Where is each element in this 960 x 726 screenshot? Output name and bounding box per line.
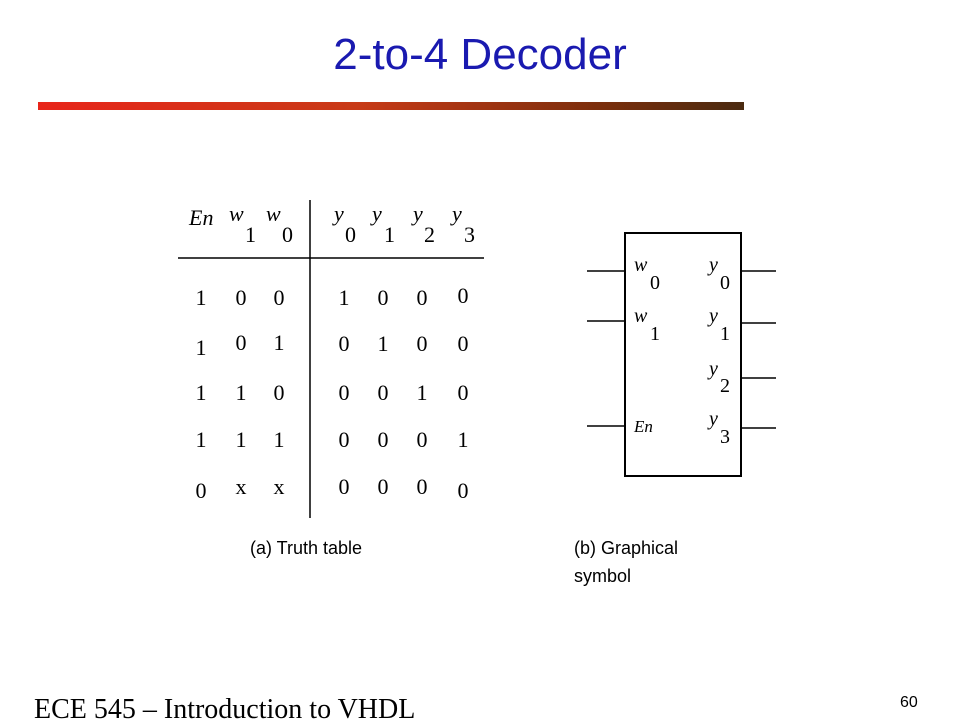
table-cell: 1 (457, 427, 469, 452)
table-cell: 0 (416, 474, 428, 499)
table-cell: 0 (338, 474, 350, 499)
header-y1-sub: 1 (384, 222, 395, 247)
header-y3-sub: 3 (464, 222, 475, 247)
header-y0: y (334, 201, 344, 226)
table-cell: 1 (273, 330, 285, 355)
symbol-label-y1: y (709, 305, 718, 327)
table-cell: 0 (377, 427, 389, 452)
table-cell: 1 (195, 427, 207, 452)
table-cell: x (273, 474, 285, 499)
footer-course-title: ECE 545 – Introduction to VHDL (34, 694, 416, 725)
table-cell: 0 (338, 331, 350, 356)
table-cell: 0 (235, 330, 247, 355)
table-cell: 0 (457, 331, 469, 356)
table-cell: 1 (273, 427, 285, 452)
table-cell: 0 (377, 285, 389, 310)
symbol-label-w0: w (634, 254, 648, 276)
header-w0: w (266, 201, 281, 226)
header-y1: y (372, 201, 382, 226)
table-cell: 1 (195, 335, 207, 360)
table-cell: 0 (457, 283, 469, 308)
table-cell: 0 (416, 427, 428, 452)
symbol-label-w1-sub: 1 (650, 323, 660, 345)
symbol-label-y3-sub: 3 (720, 426, 730, 448)
table-cell: 1 (235, 427, 247, 452)
symbol-label-w1: w (634, 305, 648, 327)
header-en: En (189, 205, 214, 230)
table-cell: 0 (338, 380, 350, 405)
symbol-label-y2-sub: 2 (720, 375, 730, 397)
page-number: 60 (900, 694, 918, 711)
header-y3: y (452, 201, 462, 226)
header-w0-sub: 0 (282, 222, 293, 247)
symbol-label-y2: y (709, 358, 718, 380)
symbol-label-y1-sub: 1 (720, 323, 730, 345)
table-cell: 1 (195, 285, 207, 310)
table-cell: 0 (273, 380, 285, 405)
header-w1: w (229, 201, 244, 226)
table-cell: 0 (235, 285, 247, 310)
table-cell: 0 (377, 474, 389, 499)
table-cell: 0 (273, 285, 285, 310)
table-cell: 0 (457, 380, 469, 405)
header-w1-sub: 1 (245, 222, 256, 247)
table-cell: 1 (416, 380, 428, 405)
header-y2-sub: 2 (424, 222, 435, 247)
symbol-label-y0: y (709, 254, 718, 276)
symbol-label-en: En (634, 417, 653, 436)
header-y0-sub: 0 (345, 222, 356, 247)
symbol-label-y3: y (709, 408, 718, 430)
table-cell: 1 (235, 380, 247, 405)
symbol-caption-line2: symbol (574, 566, 632, 586)
symbol-label-w0-sub: 0 (650, 272, 660, 294)
table-cell: 0 (338, 427, 350, 452)
decoder-symbol-box (624, 232, 742, 477)
table-cell: 0 (416, 331, 428, 356)
symbol-label-y0-sub: 0 (720, 272, 730, 294)
table-cell: x (235, 474, 247, 499)
table-cell: 0 (377, 380, 389, 405)
table-cell: 0 (195, 478, 207, 503)
table-cell: 0 (457, 478, 469, 503)
symbol-caption-line1: (b) Graphical (574, 538, 679, 558)
header-y2: y (413, 201, 423, 226)
title-underline-bar (38, 102, 744, 110)
slide-title: 2-to-4 Decoder (333, 30, 627, 79)
truth-table-caption: (a) Truth table (250, 538, 363, 558)
table-cell: 1 (195, 380, 207, 405)
table-cell: 1 (377, 331, 389, 356)
table-cell: 1 (338, 285, 350, 310)
table-cell: 0 (416, 285, 428, 310)
